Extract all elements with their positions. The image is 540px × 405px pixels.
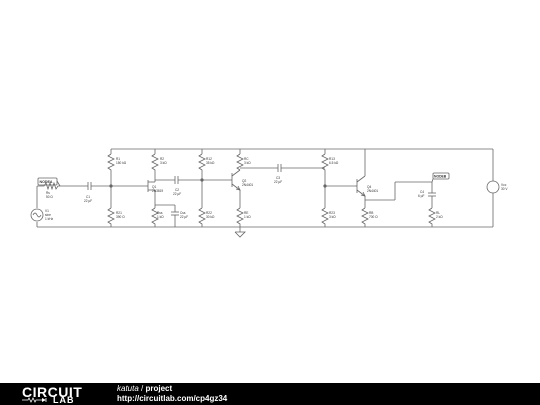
rl-value: 2 kΩ [436, 215, 443, 219]
r23-resistor[interactable] [321, 207, 329, 227]
v1-name: V1 [45, 209, 49, 213]
c4-name: C4 [420, 190, 424, 194]
css-value: 22 µF [180, 215, 188, 219]
r1-resistor[interactable] [107, 153, 115, 186]
rs-resistor[interactable] [37, 181, 88, 191]
rss-value: 1 kΩ [157, 215, 164, 219]
v1-type: sine [45, 213, 51, 217]
r2-resistor[interactable] [151, 153, 159, 174]
rb-name: RB [369, 211, 373, 215]
wire [431, 178, 434, 183]
vcc-value: 30 V [501, 187, 508, 191]
r1-name: R1 [116, 157, 120, 161]
r23-name: R23 [329, 211, 335, 215]
re-resistor[interactable] [236, 207, 244, 227]
footer-bar: CIRCUIT LAB katuta / project http://circ… [0, 383, 540, 405]
c2-value: 22 µF [173, 192, 181, 196]
rl-name: RL [436, 211, 440, 215]
v1-freq: 1 kHz [45, 217, 54, 221]
r12-value: 35 kΩ [206, 161, 215, 165]
schematic-canvas[interactable]: NODEA Rs 50 Ω V1 sine 1 kHz C1 22 µF R1 … [0, 0, 540, 383]
rb-value: 700 Ω [369, 215, 378, 219]
nodeb-text: NODEB [434, 175, 447, 179]
rc-value: 3 kΩ [244, 161, 251, 165]
q2-name: Q2 [242, 179, 246, 183]
c3-value: 22 µF [274, 180, 282, 184]
path-separator: / [138, 384, 146, 393]
r12-resistor[interactable] [198, 153, 206, 208]
rc-name: RC [244, 157, 249, 161]
r23-value: 3 kΩ [329, 215, 336, 219]
logo-lab-text: LAB [53, 395, 75, 405]
rss-name: Rss [157, 211, 163, 215]
project-path: katuta / project [117, 384, 172, 393]
ground-icon [234, 231, 246, 238]
author-link[interactable]: katuta [117, 384, 139, 393]
r12-name: R12 [206, 157, 212, 161]
v1-source[interactable] [30, 208, 44, 222]
rb-resistor[interactable] [361, 207, 369, 227]
css-name: Css [180, 211, 186, 215]
rs-value: 50 Ω [46, 195, 53, 199]
project-link[interactable]: project [145, 384, 173, 393]
rs-name: Rs [46, 191, 50, 195]
junction [200, 178, 204, 182]
r13-value: 6.5 kΩ [329, 161, 339, 165]
wire [231, 183, 241, 191]
junction [323, 184, 327, 188]
r21-name: R21 [116, 211, 122, 215]
c1-value: 22 µF [84, 199, 92, 203]
wire [231, 169, 241, 177]
sine-icon [32, 212, 42, 218]
logo-circuit-icon [22, 397, 47, 403]
re-name: RE [244, 211, 248, 215]
rss-resistor[interactable] [151, 207, 159, 227]
logo-circuit-text: CIRCUIT [22, 384, 83, 400]
schematic-svg: NODEA Rs 50 Ω V1 sine 1 kHz C1 22 µF R1 … [30, 148, 508, 238]
vcc-source[interactable] [486, 180, 500, 194]
c2-name: C2 [175, 188, 179, 192]
r22-value: 30 kΩ [206, 215, 215, 219]
q4-value: 2N4401 [367, 189, 378, 193]
r13-name: R13 [329, 157, 335, 161]
wire [356, 189, 366, 197]
q2-value: 2N4401 [242, 183, 253, 187]
q4-name: Q4 [367, 185, 371, 189]
wire [56, 180, 61, 187]
vcc-name: Vcc [501, 183, 507, 187]
rl-resistor[interactable] [428, 207, 436, 227]
rc-resistor[interactable] [236, 153, 244, 171]
nodeb-label[interactable] [432, 172, 450, 180]
r22-name: R22 [206, 211, 212, 215]
c4-value: 6 µF [418, 194, 424, 198]
junction [109, 184, 113, 188]
r2-value: 3 kΩ [160, 161, 167, 165]
r22-resistor[interactable] [198, 207, 206, 227]
r2-name: R2 [160, 157, 164, 161]
r1-value: 150 kΩ [116, 161, 127, 165]
re-value: 1 kΩ [244, 215, 251, 219]
nodea-text: NODEA [40, 180, 53, 184]
wire [356, 175, 366, 183]
q1-value: 2N3819 [152, 189, 163, 193]
c1-name: C1 [86, 195, 90, 199]
q1-name: Q1 [152, 185, 156, 189]
project-url[interactable]: http://circuitlab.com/cp4gz34 [117, 394, 228, 403]
r21-resistor[interactable] [107, 207, 115, 227]
r13-resistor[interactable] [321, 153, 329, 208]
c3-name: C3 [276, 176, 280, 180]
r21-value: 390 Ω [116, 215, 125, 219]
